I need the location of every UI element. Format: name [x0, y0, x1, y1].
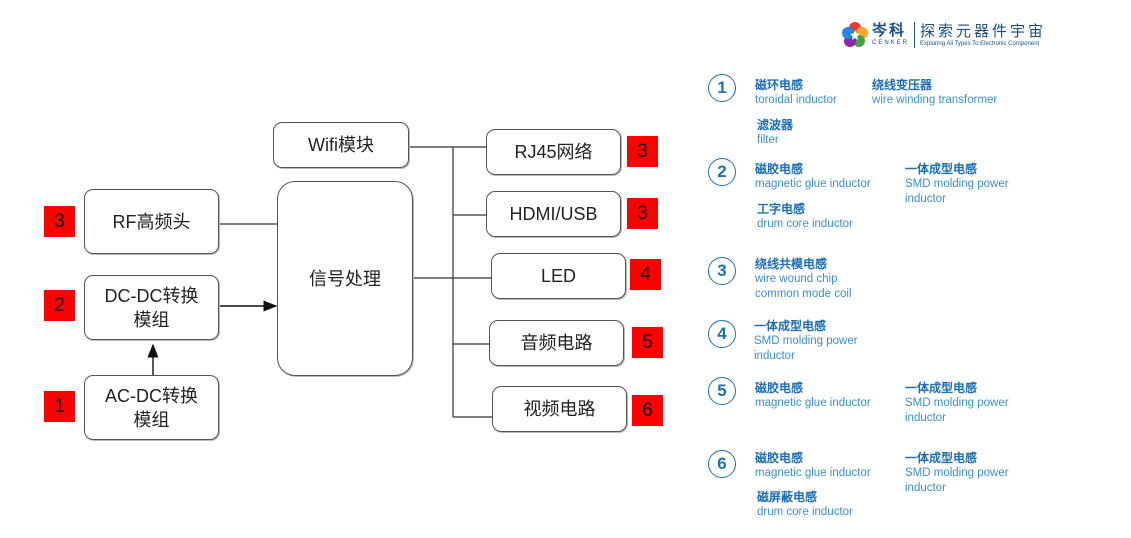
node-led: LED — [491, 253, 626, 299]
badge-audio: 5 — [632, 327, 663, 358]
legend-item: 一体成型电感 SMD molding power inductor — [905, 162, 1030, 207]
legend-item-en: drum core inductor — [757, 506, 853, 518]
legend-item-cn: 一体成型电感 — [905, 162, 978, 176]
badge-dcdc: 2 — [44, 290, 75, 321]
legend-item-en: SMD molding power inductor — [905, 397, 1009, 424]
badge-hdmi: 3 — [627, 198, 658, 229]
legend-item: 工字电感 drum core inductor — [757, 202, 853, 232]
node-label: 视频电路 — [523, 399, 596, 419]
node-label: AC-DC转换 模组 — [105, 385, 198, 430]
legend-item-cn: 磁胶电感 — [755, 381, 804, 395]
node-label: RJ45网络 — [514, 142, 593, 162]
legend-item-cn: 磁胶电感 — [755, 451, 804, 465]
node-dcdc-module: DC-DC转换 模组 — [84, 275, 219, 340]
node-acdc-module: AC-DC转换 模组 — [84, 375, 219, 440]
node-label: Wifi模块 — [308, 135, 374, 155]
node-label: LED — [540, 266, 576, 286]
legend-item: 磁胶电感 magnetic glue inductor — [755, 451, 871, 481]
node-wifi-module: Wifi模块 — [273, 122, 409, 168]
slogan-en: Exploring All Types To Electronic Compon… — [920, 40, 1040, 47]
legend-item-en: SMD molding power inductor — [754, 335, 858, 362]
badge-led: 4 — [630, 259, 661, 290]
legend-number-4: 4 — [708, 320, 736, 348]
legend-number-2: 2 — [708, 158, 736, 186]
legend-item: 磁环电感 toroidal inductor — [755, 78, 837, 108]
legend-item: 磁胶电感 magnetic glue inductor — [755, 162, 871, 192]
legend-item-cn: 磁屏蔽电感 — [757, 490, 818, 504]
node-label: 信号处理 — [309, 268, 381, 289]
legend-item-cn: 一体成型电感 — [754, 319, 827, 333]
legend-item-en: toroidal inductor — [755, 94, 837, 106]
node-audio-circuit: 音频电路 — [489, 320, 624, 366]
logo-divider — [914, 22, 916, 48]
badge-acdc: 1 — [44, 391, 75, 422]
legend-item: 磁屏蔽电感 drum core inductor — [757, 490, 853, 520]
node-video-circuit: 视频电路 — [492, 386, 627, 432]
legend-item-en: magnetic glue inductor — [755, 467, 871, 479]
cenker-logo: 岑科 CENKER 探索元器件宇宙 Exploring All Types To… — [842, 22, 1046, 48]
node-label: DC-DC转换 模组 — [104, 285, 199, 330]
node-rf-tuner: RF高频头 — [84, 189, 219, 254]
badge-rj45: 3 — [627, 136, 658, 167]
legend-item-cn: 滤波器 — [757, 118, 794, 132]
legend-item: 绕线共模电感 wire wound chip common mode coil — [755, 257, 875, 302]
legend-item-en: wire winding transformer — [872, 94, 998, 106]
legend-item: 磁胶电感 magnetic glue inductor — [755, 381, 871, 411]
legend-item-cn: 一体成型电感 — [905, 381, 978, 395]
legend-item-en: magnetic glue inductor — [755, 397, 871, 409]
brand-name-cn: 岑科 — [872, 22, 907, 39]
node-hdmi-usb: HDMI/USB — [486, 191, 621, 237]
legend-item-cn: 工字电感 — [757, 202, 806, 216]
legend-number-5: 5 — [708, 377, 736, 405]
node-label: RF高频头 — [112, 211, 191, 232]
legend-item-cn: 绕线变压器 — [872, 78, 933, 92]
legend-item-en: SMD molding power inductor — [905, 178, 1009, 205]
legend-item-cn: 绕线共模电感 — [755, 257, 828, 271]
badge-video: 6 — [632, 395, 663, 426]
legend-item-cn: 一体成型电感 — [905, 451, 978, 465]
legend-item: 一体成型电感 SMD molding power inductor — [754, 319, 879, 364]
legend-number-1: 1 — [708, 74, 736, 102]
flower-logo-icon — [842, 22, 868, 47]
legend-number-3: 3 — [708, 257, 736, 285]
legend-item: 一体成型电感 SMD molding power inductor — [905, 381, 1030, 426]
legend-item-en: magnetic glue inductor — [755, 178, 871, 190]
badge-rf: 3 — [44, 206, 75, 237]
node-label: 音频电路 — [520, 333, 593, 353]
legend-item-cn: 磁环电感 — [755, 78, 804, 92]
legend-item-en: filter — [757, 134, 779, 146]
node-signal-processing: 信号处理 — [277, 181, 413, 376]
legend-number-6: 6 — [708, 450, 736, 478]
legend-item: 滤波器 filter — [757, 118, 793, 148]
node-rj45: RJ45网络 — [486, 129, 621, 175]
node-label: HDMI/USB — [509, 204, 598, 224]
legend-item: 一体成型电感 SMD molding power inductor — [905, 451, 1030, 496]
legend-item: 绕线变压器 wire winding transformer — [872, 78, 997, 108]
slogan-cn: 探索元器件宇宙 — [920, 22, 1047, 40]
legend-item-en: drum core inductor — [757, 218, 853, 230]
legend-item-cn: 磁胶电感 — [755, 162, 804, 176]
legend-item-en: wire wound chip common mode coil — [755, 273, 852, 300]
brand-name-en: CENKER — [872, 40, 910, 46]
legend-item-en: SMD molding power inductor — [905, 467, 1009, 494]
